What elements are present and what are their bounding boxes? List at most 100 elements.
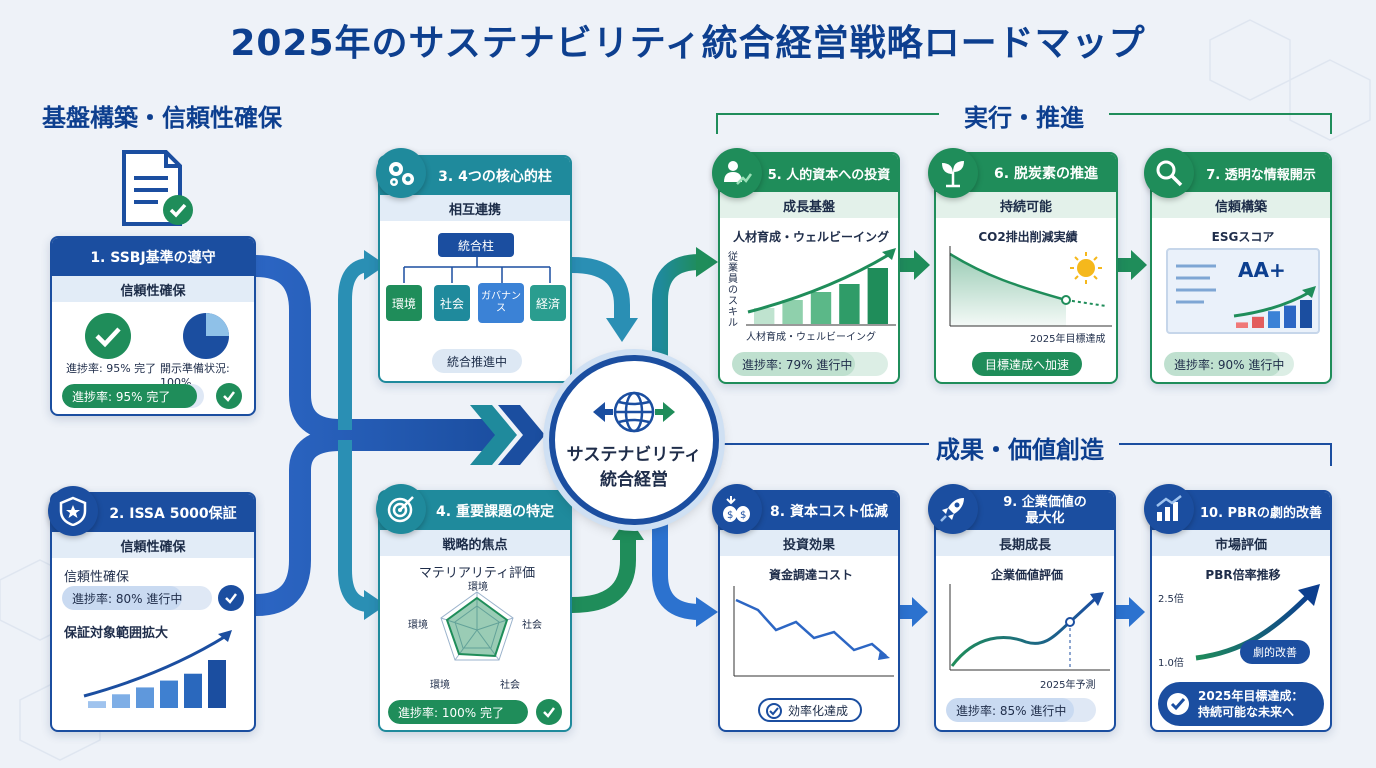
card-6-chart-title: CO2排出削減実績 <box>978 230 1078 244</box>
progress-ring-check <box>85 313 131 359</box>
card-4-subtitle: 戦略的焦点 <box>380 530 570 556</box>
check-icon <box>218 585 244 611</box>
pie-chart-icon <box>183 313 229 359</box>
phase-outcome: 成果・価値創造 <box>936 436 1104 464</box>
bar <box>112 694 130 708</box>
card-5-chart-title: 人材育成・ウェルビーイング <box>732 230 889 244</box>
card-10-pbr-chart <box>1195 584 1320 661</box>
card-1-title: 1. SSBJ基準の遵守 <box>52 238 254 276</box>
card-decarbonization: 6. 脱炭素の推進 持続可能 CO2排出削減実績 2025年目標達成 目標達成へ… <box>934 152 1118 384</box>
bar <box>1284 305 1296 328</box>
pillar-environment: 環境 <box>386 285 422 321</box>
target-icon <box>376 484 426 534</box>
svg-text:$: $ <box>740 510 746 521</box>
card-4-progress-bar: 進捗率: 100% 完了 <box>388 700 528 724</box>
card-2-progress-bar: 進捗率: 80% 進行中 <box>62 586 212 610</box>
pillar-root: 統合柱 <box>438 233 514 257</box>
card-8-status-tag: 効率化達成 <box>758 698 862 722</box>
bar <box>1236 322 1248 328</box>
card-2-text-1: 信頼性確保 <box>64 570 130 585</box>
svg-text:$: $ <box>727 510 733 521</box>
bar <box>136 687 154 708</box>
bar <box>782 300 803 324</box>
card-7-subtitle: 信頼構築 <box>1152 192 1330 218</box>
esg-dashboard: AA+ <box>1166 248 1320 334</box>
phase-outcome-bracket <box>717 443 1332 466</box>
card-10-status-tag: 劇的改善 <box>1240 640 1310 664</box>
card-3-subtitle: 相互連携 <box>380 195 570 221</box>
document-check-icon <box>122 150 193 226</box>
rocket-icon <box>928 484 978 534</box>
bar <box>88 701 106 708</box>
pillar-economy: 経済 <box>530 285 566 321</box>
card-2-text-2: 保証対象範囲拡大 <box>64 626 169 641</box>
card-10-footer: 2025年目標達成：持続可能な未来へ <box>1158 682 1324 726</box>
card-2-bar-chart <box>83 630 232 708</box>
gears-icon <box>376 148 426 198</box>
card-5-progress-bar: 進捗率: 79% 進行中 <box>732 352 888 376</box>
person-growth-icon <box>712 148 762 198</box>
card-disclosure: 7. 透明な情報開示 信頼構築 ESGスコア AA+ 進捗率: 90% 進行中 <box>1150 152 1332 384</box>
bar <box>867 268 888 324</box>
bar <box>839 284 860 324</box>
check-circle-icon <box>766 703 782 719</box>
bar <box>208 660 226 708</box>
bar <box>160 680 178 708</box>
globe-arrows-icon <box>593 391 675 433</box>
bar <box>754 308 775 324</box>
esg-score: AA+ <box>1238 258 1286 282</box>
card-7-chart-title: ESGスコア <box>1211 230 1275 244</box>
card-6-subtitle: 持続可能 <box>936 192 1116 218</box>
center-hub: サステナビリティ 統合経営 <box>549 355 719 525</box>
pbr-y-top: 2.5倍 <box>1158 594 1184 605</box>
card-9-value-chart <box>949 584 1110 671</box>
pbr-y-bottom: 1.0倍 <box>1158 658 1184 669</box>
trend-line <box>83 634 227 698</box>
card-1-left-label: 進捗率: 95% 完了 <box>66 362 157 375</box>
pillar-connectors <box>403 257 551 283</box>
card-6-note: 2025年目標達成 <box>1030 334 1106 345</box>
card-6-emission-chart <box>949 246 1112 327</box>
radar-axis-right: 社会 <box>522 620 542 631</box>
list-lines-icon <box>1176 264 1216 304</box>
card-human-capital: 5. 人的資本への投資 成長基盤 人材育成・ウェルビーイング 従業員のスキル 人… <box>718 152 900 384</box>
card-6-status-tag: 目標達成へ加速 <box>972 352 1082 376</box>
phase-execution-bracket <box>716 113 1332 134</box>
card-four-pillars: 3. 4つの核心的柱 相互連携 統合柱 環境 社会 ガバナンス 経済 統合推進中 <box>378 155 572 383</box>
pillar-social: 社会 <box>434 285 470 321</box>
card-7-bar-chart <box>1233 286 1316 328</box>
card-5-y-label: 従業員のスキル <box>728 252 738 329</box>
center-line-2: 統合経営 <box>600 470 668 490</box>
card-5-subtitle: 成長基盤 <box>720 192 898 218</box>
card-5-bar-chart <box>746 248 896 326</box>
bar <box>1268 311 1280 328</box>
money-bags-icon: $$ <box>712 484 762 534</box>
card-9-chart-title: 企業価値評価 <box>990 568 1063 582</box>
shield-star-icon <box>48 486 98 536</box>
radar-axis-left: 環境 <box>408 620 428 631</box>
card-5-x-label: 人材育成・ウェルビーイング <box>746 332 876 343</box>
check-icon <box>536 699 562 725</box>
card-9-note: 2025年予測 <box>1040 680 1096 691</box>
card-10-subtitle: 市場評価 <box>1152 530 1330 556</box>
sun-icon <box>1070 252 1102 284</box>
card-9-subtitle: 長期成長 <box>936 530 1114 556</box>
card-ssbj-compliance: 1. SSBJ基準の遵守 信頼性確保 進捗率: 95% 完了 開示準備状況: 1… <box>50 236 256 416</box>
card-7-progress-bar: 進捗率: 90% 進行中 <box>1164 352 1294 376</box>
phase-foundation: 基盤構築・信頼性確保 <box>42 104 282 132</box>
phase-execution: 実行・推進 <box>964 104 1084 132</box>
center-line-1: サステナビリティ <box>566 445 702 465</box>
magnifier-icon <box>1144 148 1194 198</box>
card-3-status-tag: 統合推進中 <box>432 349 522 373</box>
card-2-subtitle: 信頼性確保 <box>52 532 254 558</box>
radar-axis-top: 環境 <box>468 582 488 593</box>
bar-chart-growth-icon <box>1144 484 1194 534</box>
bar <box>1252 316 1264 328</box>
radar-axis-bottom-right: 社会 <box>500 680 520 691</box>
bar <box>184 673 202 708</box>
bar <box>810 292 832 324</box>
card-10-chart-title: PBR倍率推移 <box>1205 568 1281 582</box>
card-8-chart-title: 資金調達コスト <box>768 568 853 582</box>
card-8-subtitle: 投資効果 <box>720 530 898 556</box>
